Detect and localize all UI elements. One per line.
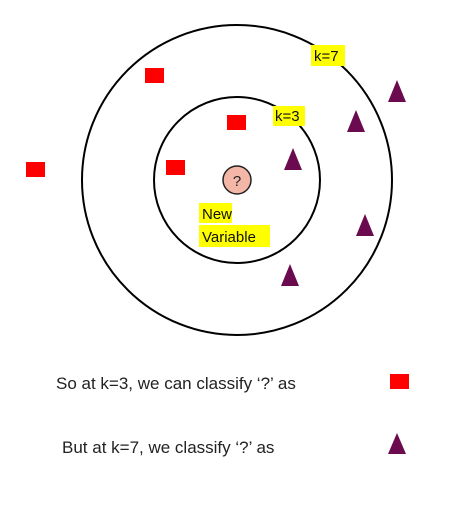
caption-k7-triangle-icon (388, 433, 406, 454)
outer-circle-k7 (81, 24, 393, 336)
query-label-line1: New (202, 206, 232, 223)
caption-k7: But at k=7, we classify ‘?’ as (62, 438, 274, 457)
caption-k3: So at k=3, we can classify ‘?’ as (56, 374, 296, 393)
class-square-point (145, 68, 164, 83)
caption-k3-square-icon (390, 374, 409, 389)
query-point-symbol: ? (233, 173, 241, 190)
class-square-point (166, 160, 185, 175)
k3-label-highlight (273, 106, 305, 126)
k7-label: k=7 (314, 48, 339, 65)
query-label-highlight (199, 203, 232, 223)
class-square-point (26, 162, 45, 177)
class-triangle-point (284, 148, 302, 170)
query-point (222, 165, 252, 195)
class-triangle-point (347, 110, 365, 132)
class-triangle-point (281, 264, 299, 286)
class-square-point (227, 115, 246, 130)
query-label-line2: Variable (202, 229, 256, 246)
class-triangle-point (356, 214, 374, 236)
class-triangle-point (388, 80, 406, 102)
inner-circle-k3 (153, 96, 321, 264)
k7-label-highlight (311, 45, 345, 66)
k3-label: k=3 (275, 108, 300, 125)
query-label-highlight (199, 225, 270, 247)
